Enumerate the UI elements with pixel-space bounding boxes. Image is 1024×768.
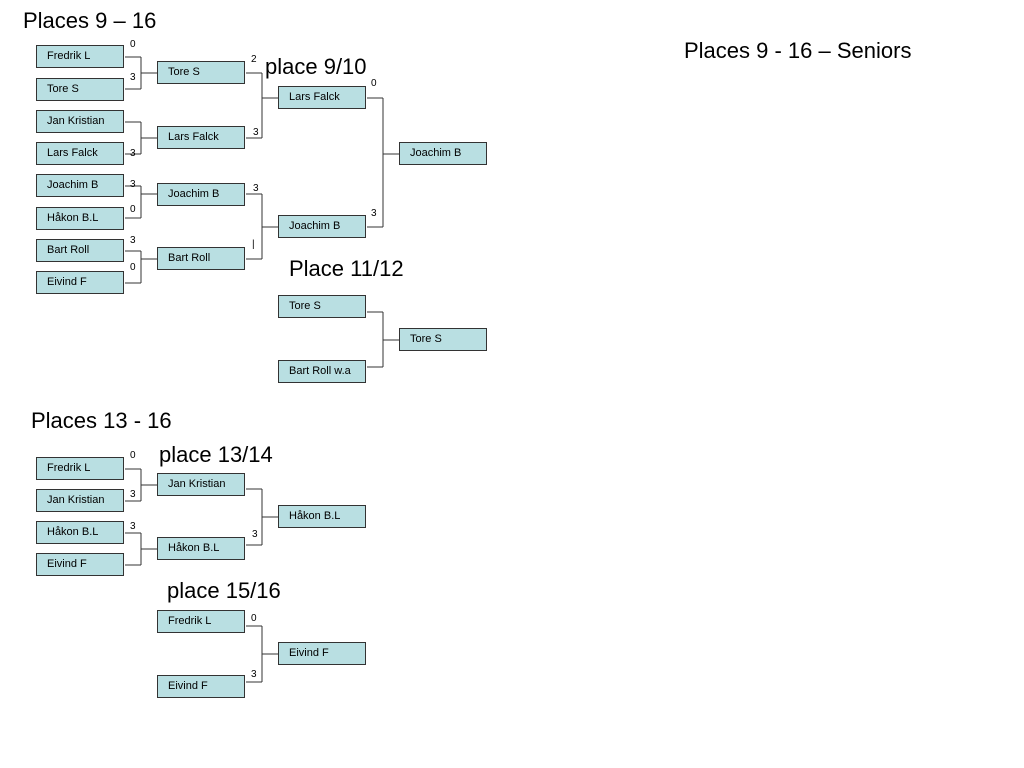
player-box-13-14-a: Jan Kristian bbox=[157, 473, 245, 496]
score-r1-2: 3 bbox=[130, 72, 136, 83]
score-r3-2: 3 bbox=[371, 208, 377, 219]
connector-r2-a bbox=[246, 72, 278, 139]
score-r1-5: 3 bbox=[130, 179, 136, 190]
score-r1-8: 0 bbox=[130, 262, 136, 273]
connector-15-16 bbox=[246, 625, 278, 683]
player-box-15-16-a: Fredrik L bbox=[157, 610, 245, 633]
score-r2-1: 2 bbox=[251, 54, 257, 65]
title-places-13-16: Places 13 - 16 bbox=[31, 408, 172, 433]
connector-11-12 bbox=[367, 311, 399, 368]
player-box-11-12-a: Tore S bbox=[278, 295, 366, 318]
winner-box-13-14: Håkon B.L bbox=[278, 505, 366, 528]
player-box-r2-1: Tore S bbox=[157, 61, 245, 84]
player-box-r1-2: Tore S bbox=[36, 78, 124, 101]
connector-r1-b bbox=[125, 121, 157, 155]
player-box-r2-3: Joachim B bbox=[157, 183, 245, 206]
connector-r1-a bbox=[125, 56, 157, 90]
score-r1-4: 3 bbox=[130, 148, 136, 159]
connector-13-14 bbox=[246, 488, 278, 546]
player-box-r3-1: Lars Falck bbox=[278, 86, 366, 109]
player-box-13-16-1: Fredrik L bbox=[36, 457, 124, 480]
winner-box-11-12: Tore S bbox=[399, 328, 487, 351]
player-box-13-14-b: Håkon B.L bbox=[157, 537, 245, 560]
connector-r1-d bbox=[125, 250, 157, 284]
player-box-r1-7: Bart Roll bbox=[36, 239, 124, 262]
player-box-r3-2: Joachim B bbox=[278, 215, 366, 238]
winner-box-9-10: Joachim B bbox=[399, 142, 487, 165]
score-r1-1: 0 bbox=[130, 39, 136, 50]
title-place-9-10: place 9/10 bbox=[265, 54, 367, 79]
connector-r1-c bbox=[125, 185, 157, 219]
winner-box-15-16: Eivind F bbox=[278, 642, 366, 665]
player-box-r1-8: Eivind F bbox=[36, 271, 124, 294]
player-box-r1-5: Joachim B bbox=[36, 174, 124, 197]
connector-13-16-a bbox=[125, 468, 157, 502]
player-box-13-16-4: Eivind F bbox=[36, 553, 124, 576]
player-box-11-12-b: Bart Roll w.a bbox=[278, 360, 366, 383]
score-r3-1: 0 bbox=[371, 78, 377, 89]
score-r2-3: 3 bbox=[253, 183, 259, 194]
connector-13-16-b bbox=[125, 532, 157, 566]
player-box-r1-3: Jan Kristian bbox=[36, 110, 124, 133]
score-15-16-a: 0 bbox=[251, 613, 257, 624]
score-r1-6: 0 bbox=[130, 204, 136, 215]
score-13-14-b: 3 bbox=[252, 529, 258, 540]
score-13-16-3: 3 bbox=[130, 521, 136, 532]
player-box-r2-2: Lars Falck bbox=[157, 126, 245, 149]
score-r1-7: 3 bbox=[130, 235, 136, 246]
player-box-13-16-3: Håkon B.L bbox=[36, 521, 124, 544]
title-place-11-12: Place 11/12 bbox=[289, 256, 404, 281]
score-13-16-2: 3 bbox=[130, 489, 136, 500]
title-place-15-16: place 15/16 bbox=[167, 578, 281, 603]
player-box-r2-4: Bart Roll bbox=[157, 247, 245, 270]
title-place-13-14: place 13/14 bbox=[159, 442, 273, 467]
player-box-13-16-2: Jan Kristian bbox=[36, 489, 124, 512]
player-box-r1-1: Fredrik L bbox=[36, 45, 124, 68]
player-box-r1-6: Håkon B.L bbox=[36, 207, 124, 230]
score-13-16-1: 0 bbox=[130, 450, 136, 461]
connector-r2-b bbox=[246, 193, 278, 260]
score-r2-4: | bbox=[252, 239, 255, 250]
player-box-r1-4: Lars Falck bbox=[36, 142, 124, 165]
title-places-9-16: Places 9 – 16 bbox=[23, 8, 157, 33]
title-seniors: Places 9 - 16 – Seniors bbox=[684, 38, 912, 63]
score-15-16-b: 3 bbox=[251, 669, 257, 680]
score-r2-2: 3 bbox=[253, 127, 259, 138]
connector-final-9-10 bbox=[367, 97, 399, 228]
player-box-15-16-b: Eivind F bbox=[157, 675, 245, 698]
